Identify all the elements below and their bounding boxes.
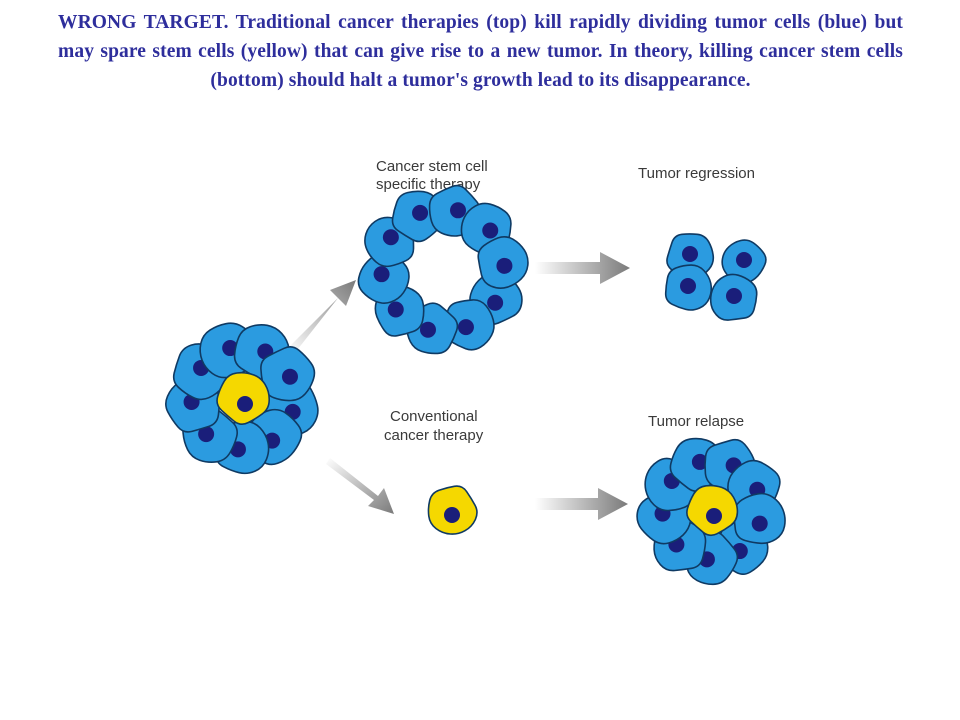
arrow-to-conventional (326, 458, 394, 514)
cell-nucleus (444, 507, 460, 523)
cell-nucleus (382, 229, 399, 246)
cell-nucleus (387, 301, 404, 318)
tumor-relapse-cells (636, 437, 786, 586)
cell-nucleus (726, 288, 742, 304)
arrow-to-stem-therapy (288, 280, 356, 354)
cell-nucleus (691, 453, 708, 470)
label-tumor-relapse: Tumor relapse (648, 413, 744, 430)
cell-nucleus (706, 508, 722, 524)
cell-nucleus (198, 426, 215, 443)
cell-nucleus (487, 294, 504, 311)
surviving-stem-cell (427, 485, 478, 535)
tumor-cell (733, 492, 786, 545)
label-conventional-line1: Conventional (390, 408, 478, 425)
cell-nucleus (412, 204, 429, 221)
cell-nucleus (680, 278, 696, 294)
original-tumor (165, 322, 319, 475)
cell-nucleus (482, 222, 499, 239)
tumor-cell (664, 264, 713, 311)
cell-nucleus (457, 319, 474, 336)
cell-nucleus (237, 396, 253, 412)
stem-cell (686, 484, 739, 537)
cell-nucleus (419, 321, 436, 338)
tumor-cell (260, 346, 316, 402)
cell-nucleus (496, 257, 513, 274)
stem-cell (427, 485, 478, 535)
arrow-to-relapse (535, 488, 628, 520)
tumor-cell (477, 235, 529, 289)
cell-nucleus (736, 252, 752, 268)
figure-caption: WRONG TARGET. Traditional cancer therapi… (58, 12, 903, 91)
label-stem-therapy-line1: Cancer stem cell (376, 158, 488, 175)
cell-nucleus (450, 202, 467, 219)
label-tumor-regression: Tumor regression (638, 165, 755, 182)
cell-nucleus (751, 515, 768, 532)
cell-nucleus (373, 266, 390, 283)
cell-nucleus (281, 368, 298, 385)
stem-cell (216, 371, 271, 425)
label-conventional-line2: cancer therapy (384, 427, 484, 444)
tumor-cell (443, 299, 495, 351)
cell-nucleus (682, 246, 698, 262)
tumor-cell (709, 273, 758, 321)
arrow-to-regression (535, 252, 630, 284)
tumor-regression-cells (664, 233, 767, 321)
tumor-after-stem-therapy (357, 184, 529, 355)
